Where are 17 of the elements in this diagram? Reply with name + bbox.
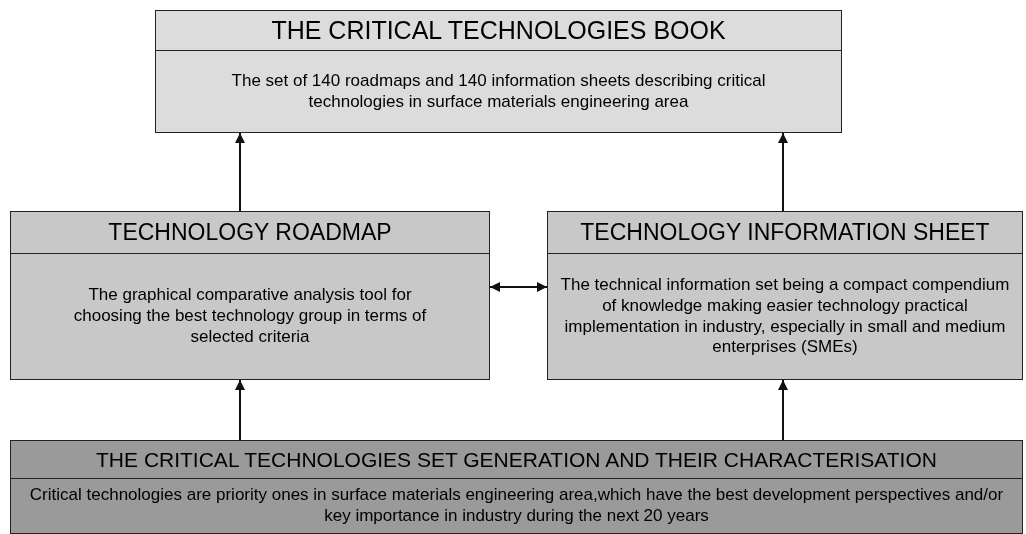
box-description: The set of 140 roadmaps and 140 information sheets describing critical technologies in surface materials engineering area [230,70,767,113]
arrow [778,132,788,212]
box-heading: THE CRITICAL TECHNOLOGIES BOOK [271,16,726,45]
box-heading: THE CRITICAL TECHNOLOGIES SET GENERATION AND THEIR CHARACTERISATION [96,447,937,472]
arrow [235,132,245,212]
arrow [778,379,788,441]
arrow [489,282,548,292]
box-heading: TECHNOLOGY ROADMAP [108,219,392,246]
process-box [547,211,1023,380]
process-box [10,440,1023,534]
box-description: The graphical comparative analysis tool for choosing the best technology group in terms of selected criteria [72,285,428,348]
arrow [235,379,245,441]
box-heading: TECHNOLOGY INFORMATION SHEET [580,219,990,246]
box-description: Critical technologies are priority ones in surface materials engineering area,which have the best development perspectives and/or key importance in industry during the next 20 years [28,485,1005,527]
process-box [10,211,490,380]
process-box [155,10,842,133]
box-description: The technical information set being a compact compendium of knowledge making easier technology practical implementation in industry, especially in small and medium enterprises (SMEs) [559,275,1011,358]
